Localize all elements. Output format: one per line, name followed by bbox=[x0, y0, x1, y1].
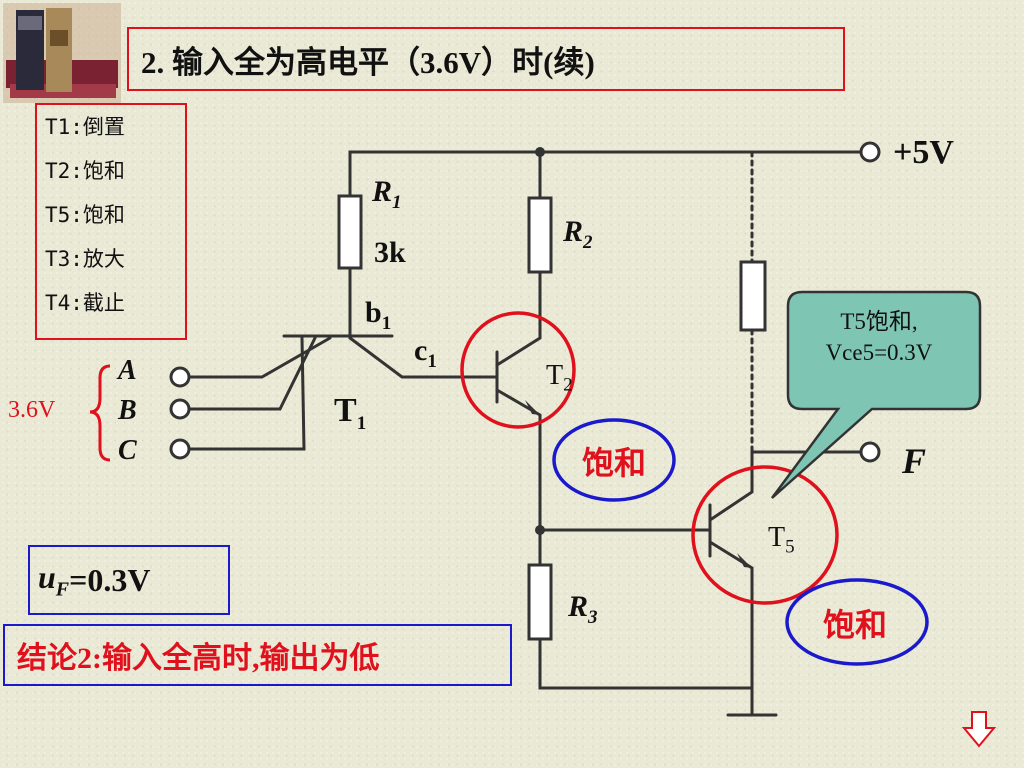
r3-label: R3 bbox=[568, 590, 598, 628]
t5-saturation-ellipse bbox=[785, 578, 929, 666]
output-voltage-value: =0.3V bbox=[69, 561, 151, 598]
t1-emitter-a bbox=[188, 336, 332, 379]
transistor-state-list: T1:倒置 T2:饱和 T5:饱和 T3:放大 T4:截止 bbox=[35, 103, 187, 340]
conclusion-text: 结论2:输入全高时,输出为低 bbox=[17, 642, 380, 675]
callout-line1: T5饱和, bbox=[840, 309, 918, 334]
resistor-r4 bbox=[739, 260, 767, 332]
terminal-c bbox=[169, 438, 191, 460]
callout-line2: Vce5=0.3V bbox=[825, 340, 933, 366]
t1-emitter-c bbox=[188, 336, 306, 451]
t5-emitter-arrow bbox=[737, 553, 752, 568]
t2-collector bbox=[495, 336, 542, 367]
input-brace bbox=[89, 364, 111, 462]
b1-node-label: b1 bbox=[365, 296, 392, 334]
t1-label: T1 bbox=[334, 392, 367, 434]
r1-label: R1 bbox=[372, 175, 402, 213]
callout-text: T5饱和, Vce5=0.3V bbox=[790, 306, 968, 368]
page-title: 2. 输入全为高电平（3.6V）时(续) bbox=[127, 27, 845, 91]
resistor-r3 bbox=[527, 563, 553, 641]
output-label: F bbox=[902, 441, 927, 481]
t2-highlight bbox=[460, 311, 576, 429]
resistor-r2 bbox=[527, 196, 553, 274]
t2-saturation-label: 饱和 bbox=[582, 445, 647, 481]
junction-dot bbox=[535, 525, 545, 535]
junction-dot bbox=[535, 147, 545, 157]
r2-label: R2 bbox=[563, 215, 593, 253]
t1-emitter-b bbox=[188, 336, 317, 411]
state-t3: T3:放大 bbox=[45, 247, 125, 271]
terminal-output bbox=[859, 441, 881, 463]
conclusion-box: 结论2:输入全高时,输出为低 bbox=[3, 624, 512, 686]
output-voltage-var: uF bbox=[38, 558, 70, 601]
r3-lead bbox=[538, 637, 754, 690]
t1-collector bbox=[348, 336, 472, 379]
t5-label: T5 bbox=[768, 522, 795, 558]
t2-emitter-arrow bbox=[525, 400, 540, 415]
t2-label: T2 bbox=[546, 360, 573, 396]
books-icon bbox=[3, 3, 121, 103]
input-label-a: A bbox=[118, 355, 137, 386]
title-text: 2. 输入全为高电平（3.6V）时(续) bbox=[141, 44, 595, 80]
input-label-b: B bbox=[118, 395, 137, 426]
state-t5: T5:饱和 bbox=[45, 203, 125, 227]
t5-saturation-label: 饱和 bbox=[823, 607, 888, 643]
down-arrow-icon bbox=[961, 711, 997, 748]
state-t2: T2:饱和 bbox=[45, 159, 125, 183]
input-voltage-label: 3.6V bbox=[8, 397, 56, 423]
callout-bubble bbox=[770, 290, 982, 499]
terminal-a bbox=[169, 366, 191, 388]
terminal-b bbox=[169, 398, 191, 420]
terminal-supply bbox=[859, 141, 881, 163]
t2-saturation-ellipse bbox=[552, 418, 676, 502]
state-t4: T4:截止 bbox=[45, 291, 125, 315]
supply-rail bbox=[348, 150, 866, 198]
input-label-c: C bbox=[118, 435, 137, 466]
resistor-r1 bbox=[337, 194, 363, 270]
supply-label: +5V bbox=[893, 134, 954, 171]
t5-highlight bbox=[691, 465, 839, 605]
r1-value: 3k bbox=[374, 236, 406, 269]
c1-node-label: c1 bbox=[414, 334, 437, 372]
state-t1: T1:倒置 bbox=[45, 115, 125, 139]
output-voltage-box: uF =0.3V bbox=[28, 545, 230, 615]
